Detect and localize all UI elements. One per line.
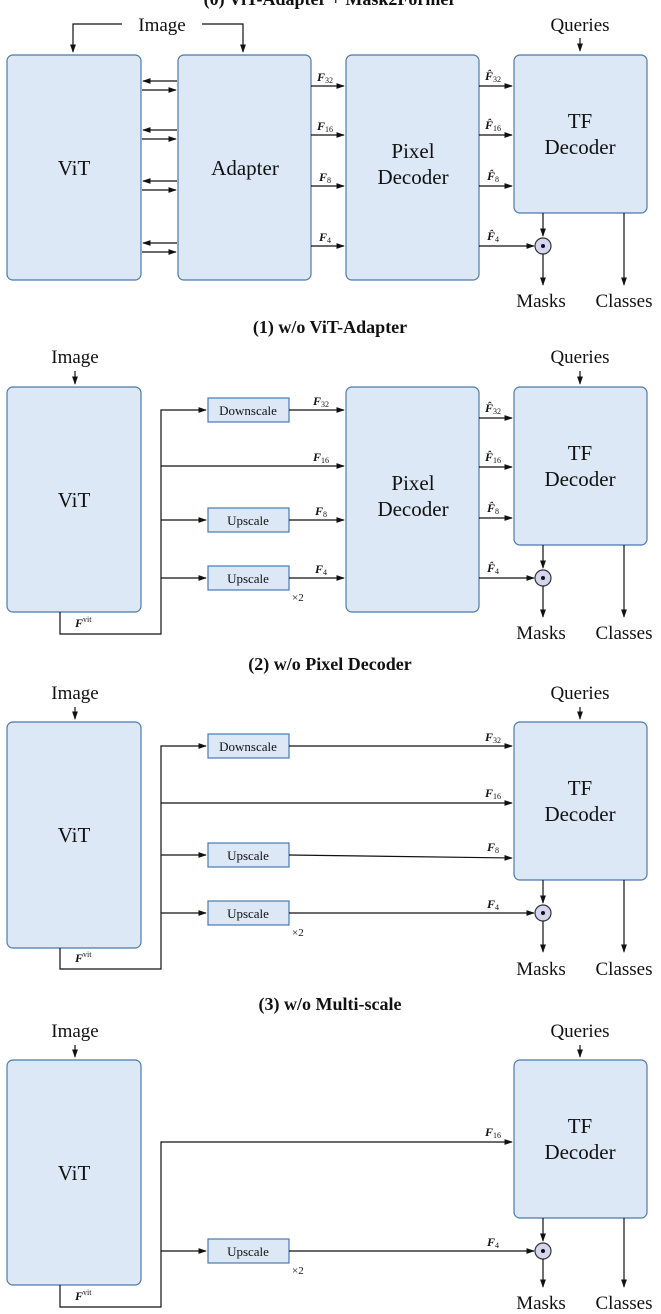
section-0: (0) ViT-Adapter + Mask2Former Image Quer… xyxy=(6,0,653,312)
upscale-label: Upscale xyxy=(227,848,269,863)
feature-f32-in: F32 xyxy=(312,394,329,409)
feature-f32: F32 xyxy=(484,730,501,745)
classes-label: Classes xyxy=(596,959,653,980)
feature-f4-in: F4 xyxy=(314,562,327,577)
queries-label: Queries xyxy=(550,15,609,36)
vit-feature-path xyxy=(59,1139,513,1308)
queries-label: Queries xyxy=(550,347,609,368)
vit-feature-path xyxy=(59,407,207,635)
adapter-label: Adapter xyxy=(211,156,279,180)
image-label: Image xyxy=(51,683,98,704)
tf-decoder-label-line2: Decoder xyxy=(544,135,615,159)
section-2: (2) w/o Pixel Decoder Image Queries ViT … xyxy=(6,654,653,980)
image-label: Image xyxy=(51,1021,98,1042)
tf-decoder-block xyxy=(513,54,648,214)
times-two-label: ×2 xyxy=(292,592,304,604)
tf-decoder-block xyxy=(513,1059,648,1219)
feature-f32-out: F̂32 xyxy=(484,69,501,84)
feature-f4: F4 xyxy=(486,1235,499,1250)
pixel-decoder-block xyxy=(345,54,480,281)
pixel-decoder-label-line1: Pixel xyxy=(391,471,434,495)
classes-label: Classes xyxy=(596,1293,653,1314)
pixel-decoder-label-line1: Pixel xyxy=(391,139,434,163)
section-3: (3) w/o Multi-scale Image Queries ViT Fv… xyxy=(6,994,653,1314)
vit-adapter-interactions xyxy=(142,78,177,255)
vit-block xyxy=(6,386,142,613)
feature-f4: F4 xyxy=(486,897,499,912)
upscale-x2-box xyxy=(207,1238,290,1264)
vit-block xyxy=(6,54,142,281)
upscale-x2-label: Upscale xyxy=(227,571,269,586)
vit-block xyxy=(6,1059,142,1286)
tf-decoder-label-line2: Decoder xyxy=(544,1140,615,1164)
vit-block xyxy=(6,721,142,949)
upscale-label: Upscale xyxy=(227,513,269,528)
feature-f16: F16 xyxy=(484,1125,501,1140)
downscale-box xyxy=(207,397,290,423)
masks-label: Masks xyxy=(516,959,566,980)
feature-f16: F16 xyxy=(484,786,501,801)
vit-label: ViT xyxy=(58,823,91,847)
vit-label: ViT xyxy=(58,488,91,512)
feature-f32-out: F̂32 xyxy=(484,401,501,416)
adapter-block xyxy=(177,54,312,281)
times-two-label: ×2 xyxy=(292,1265,304,1277)
upscale-x2-label: Upscale xyxy=(227,906,269,921)
classes-label: Classes xyxy=(596,291,653,312)
section-3-title: (3) w/o Multi-scale xyxy=(259,994,402,1015)
tf-decoder-block xyxy=(513,386,648,546)
tf-decoder-label-line1: TF xyxy=(568,1114,593,1138)
downscale-label: Downscale xyxy=(219,403,277,418)
feature-f8-out: F̂8 xyxy=(486,501,499,516)
vit-label: ViT xyxy=(58,1161,91,1185)
tf-decoder-label-line2: Decoder xyxy=(544,467,615,491)
feature-f8: F8 xyxy=(486,840,499,855)
section-0-title: (0) ViT-Adapter + Mask2Former xyxy=(204,0,457,10)
image-to-vit-arrow xyxy=(70,23,122,53)
tf-decoder-label-line1: TF xyxy=(568,776,593,800)
vit-feature-path xyxy=(59,743,207,970)
tf-decoder-label-line1: TF xyxy=(568,109,593,133)
feature-f8-in: F8 xyxy=(314,504,327,519)
feature-f16-out: F̂16 xyxy=(484,118,501,133)
pixel-decoder-block xyxy=(345,386,480,613)
queries-label: Queries xyxy=(550,683,609,704)
feature-fvit: Fvit xyxy=(74,950,92,965)
pixel-decoder-label-line2: Decoder xyxy=(377,497,448,521)
feature-f8-in: F8 xyxy=(318,170,331,185)
image-label: Image xyxy=(51,347,98,368)
section-1: (1) w/o ViT-Adapter Image Queries ViT Fv… xyxy=(6,317,653,644)
queries-label: Queries xyxy=(550,1021,609,1042)
feature-fvit: Fvit xyxy=(74,615,92,630)
tf-decoder-label-line2: Decoder xyxy=(544,802,615,826)
feature-f4-out: F̂4 xyxy=(486,561,499,576)
feature-f4-out: F̂4 xyxy=(486,229,499,244)
tf-decoder-label-line1: TF xyxy=(568,441,593,465)
feature-f4-in: F4 xyxy=(318,230,331,245)
upscale-x2-box xyxy=(207,565,290,591)
feature-f16-out: F̂16 xyxy=(484,450,501,465)
vit-label: ViT xyxy=(58,156,91,180)
image-label: Image xyxy=(138,15,185,36)
times-two-label: ×2 xyxy=(292,927,304,939)
upscale-x2-label: Upscale xyxy=(227,1244,269,1259)
classes-label: Classes xyxy=(596,623,653,644)
feature-f16-in: F16 xyxy=(316,119,333,134)
pixel-decoder-label-line2: Decoder xyxy=(377,165,448,189)
feature-f32-in: F32 xyxy=(316,70,333,85)
tf-decoder-block xyxy=(513,721,648,881)
downscale-label: Downscale xyxy=(219,739,277,754)
downscale-box xyxy=(207,733,290,759)
feature-f8-out: F̂8 xyxy=(486,169,499,184)
section-1-title: (1) w/o ViT-Adapter xyxy=(253,317,407,338)
feature-fvit: Fvit xyxy=(74,1288,92,1303)
masks-label: Masks xyxy=(516,623,566,644)
upscale-box xyxy=(207,842,290,868)
feature-f16-in: F16 xyxy=(312,450,329,465)
masks-label: Masks xyxy=(516,291,566,312)
image-to-adapter-arrow xyxy=(202,23,246,53)
section-2-title: (2) w/o Pixel Decoder xyxy=(248,654,411,675)
masks-label: Masks xyxy=(516,1293,566,1314)
